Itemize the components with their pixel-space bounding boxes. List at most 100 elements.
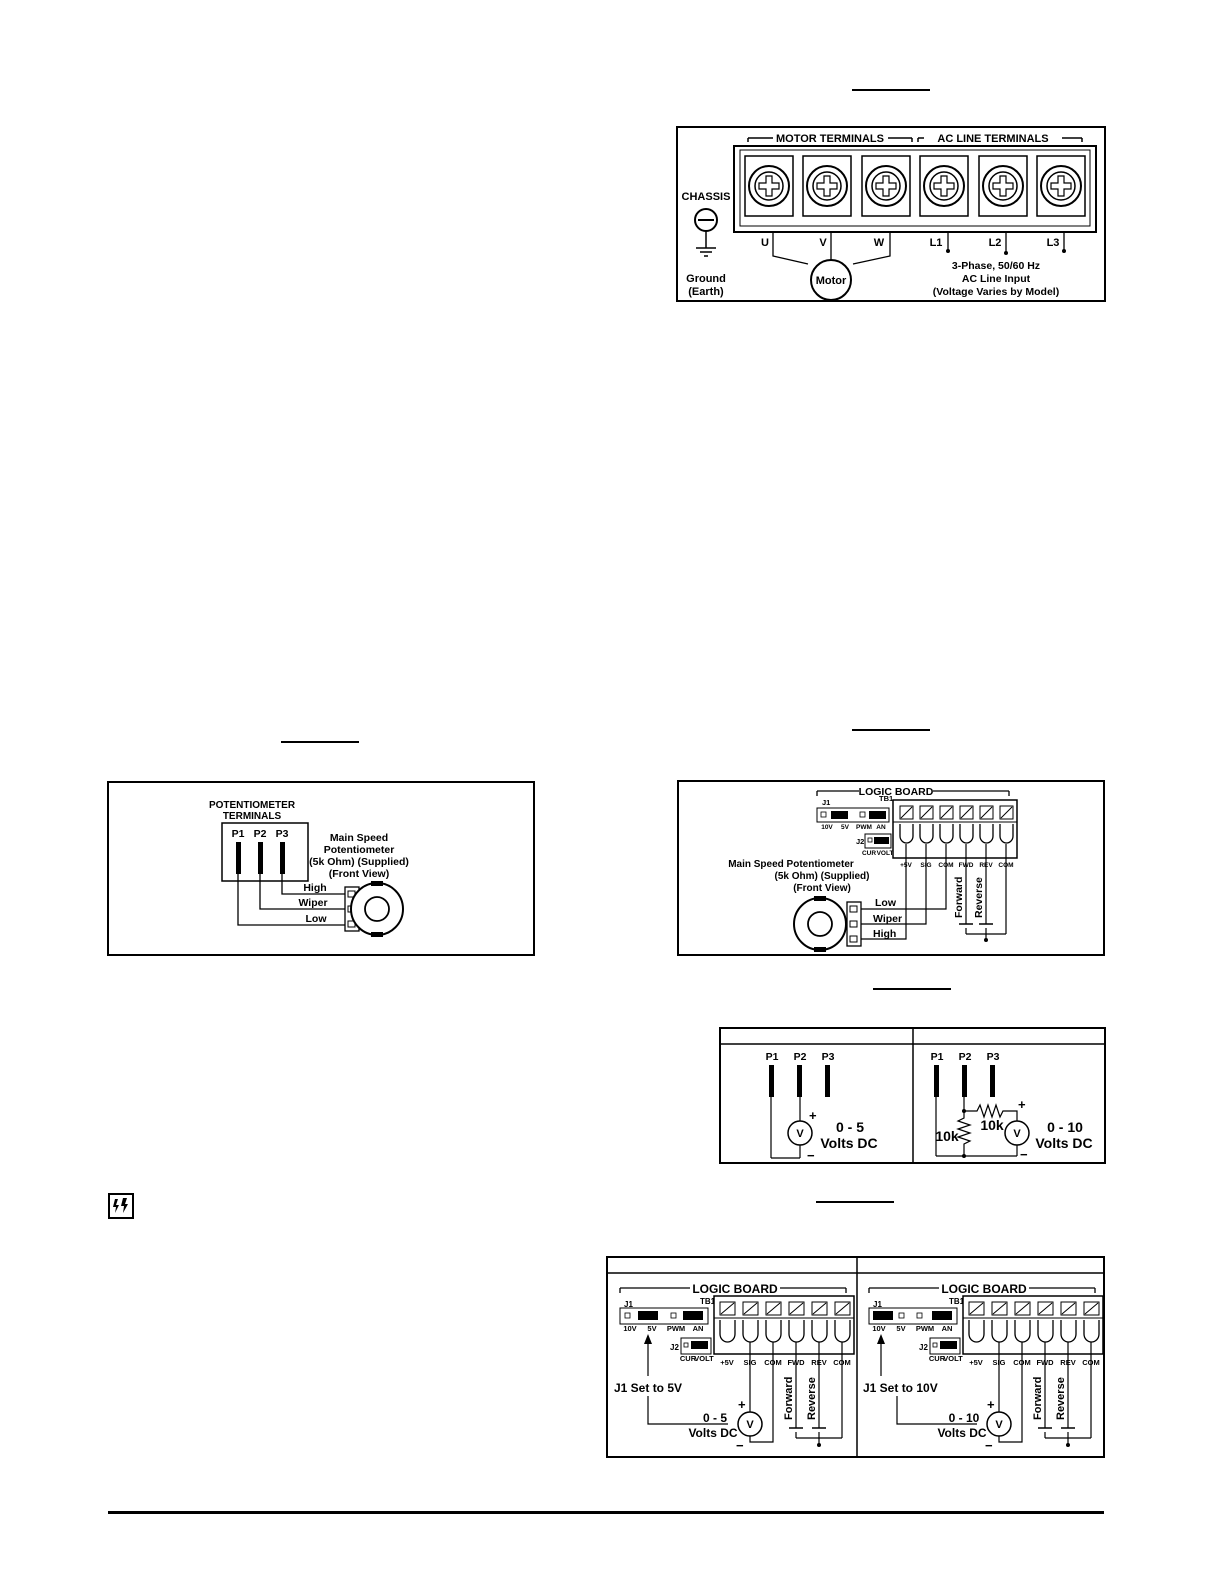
right-minus-label: −: [1020, 1147, 1028, 1162]
right-cur-label: CUR: [929, 1354, 946, 1363]
caption-rule-j1: [816, 1201, 894, 1203]
left-5v-label: 5V: [647, 1324, 656, 1333]
left-an-label: AN: [693, 1324, 704, 1333]
left-p2-label: P2: [794, 1051, 807, 1063]
pot-low-label: Low: [306, 913, 328, 925]
left-p1-label: P1: [766, 1051, 779, 1063]
voltage-input-figure: P1 P2 P3 V + − 0 - 5 Volts DC P1 P2 P3 V…: [719, 1027, 1106, 1164]
left-j1-range: 0 - 5: [703, 1411, 727, 1425]
right-p1-label: P1: [931, 1051, 944, 1063]
terminal-w-label: W: [874, 237, 885, 249]
right-j1-volts: Volts DC: [937, 1426, 986, 1440]
an-label: AN: [876, 824, 886, 831]
j1-label: J1: [822, 798, 830, 807]
left-plus-label: +: [809, 1108, 817, 1123]
right-tb1-label: TB1: [949, 1297, 965, 1306]
earth-label: (Earth): [688, 286, 724, 298]
motor-label: Motor: [816, 275, 847, 287]
logic-wiper-label: Wiper: [873, 913, 902, 925]
left-forward-label: Forward: [783, 1377, 795, 1420]
right-volts-label: Volts DC: [1035, 1135, 1092, 1151]
left-j1-plus: +: [738, 1397, 746, 1412]
right-range-label: 0 - 10: [1047, 1119, 1083, 1135]
terminal-l1-label: L1: [930, 237, 943, 249]
right-j1-range: 0 - 10: [949, 1411, 980, 1425]
logic-board-label: LOGIC BOARD: [859, 786, 934, 798]
motor-terminals-label: MOTOR TERMINALS: [776, 133, 884, 145]
logic-low-label: Low: [875, 897, 897, 909]
power-terminal-figure: MOTOR TERMINALS AC LINE TERMINALS CHASSI…: [676, 126, 1106, 302]
terminal-v-label: V: [819, 237, 827, 249]
pwm-label: PWM: [856, 824, 872, 831]
logic-pot-desc-1: Main Speed Potentiometer: [728, 859, 854, 870]
pot-wiper-label: Wiper: [298, 897, 327, 909]
caption-rule-logic: [852, 729, 930, 731]
right-plus-label: +: [1018, 1097, 1026, 1112]
volt-label: VOLT: [877, 850, 894, 857]
ac-input-label: AC Line Input: [962, 273, 1031, 285]
left-volts-label: Volts DC: [820, 1135, 877, 1151]
shunt-resistor-label: 10k: [935, 1128, 959, 1144]
chassis-label: CHASSIS: [682, 191, 731, 203]
potentiometer-terminal-diagram: POTENTIOMETER TERMINALS P1 P2 P3 Main Sp…: [209, 800, 409, 937]
left-cur-label: CUR: [680, 1354, 697, 1363]
left-t-5v: +5V: [720, 1358, 734, 1367]
left-j1-minus: −: [736, 1438, 744, 1453]
right-forward-label: Forward: [1032, 1377, 1044, 1420]
reverse-label: Reverse: [973, 877, 985, 918]
right-j2-label: J2: [919, 1343, 928, 1352]
right-reverse-label: Reverse: [1055, 1377, 1067, 1420]
logic-pot-desc-3: (Front View): [793, 883, 851, 894]
pot-desc-3: (5k Ohm) (Supplied): [309, 856, 409, 868]
right-j1-label: J1: [873, 1300, 882, 1309]
tb1-label: TB1: [879, 794, 893, 803]
right-logic-board-label: LOGIC BOARD: [941, 1282, 1027, 1296]
right-10v-label: 10V: [872, 1324, 885, 1333]
footer-rule: [108, 1511, 1104, 1514]
power-terminal-diagram: MOTOR TERMINALS AC LINE TERMINALS CHASSI…: [682, 133, 1097, 301]
pot-desc-4: (Front View): [329, 868, 389, 880]
left-j2-label: J2: [670, 1343, 679, 1352]
right-p2-label: P2: [959, 1051, 972, 1063]
voltage-note-label: (Voltage Varies by Model): [933, 286, 1059, 298]
terminal-u-label: U: [761, 237, 769, 249]
pot-p1-label: P1: [232, 828, 245, 840]
ground-label: Ground: [686, 273, 726, 285]
left-tb1-label: TB1: [700, 1297, 716, 1306]
caption-rule-pot: [281, 741, 359, 743]
right-an-label: AN: [942, 1324, 953, 1333]
left-10v-label: 10V: [623, 1324, 636, 1333]
right-p3-label: P3: [987, 1051, 1000, 1063]
left-volt-label: VOLT: [694, 1354, 714, 1363]
pot-terminals-title-1: POTENTIOMETER: [209, 800, 296, 811]
pot-terminals-title-2: TERMINALS: [223, 811, 282, 822]
j1-10v-panel: LOGIC BOARD J1 TB1 10V 5V PWM AN J2 CUR …: [863, 1282, 1104, 1453]
logic-board-pot-diagram: LOGIC BOARD J1 TB1 10V 5V PWM AN J2 CUR …: [728, 786, 1018, 952]
terminal-l2-label: L2: [989, 237, 1002, 249]
potentiometer-terminal-figure: POTENTIOMETER TERMINALS P1 P2 P3 Main Sp…: [107, 781, 535, 956]
ac-line-terminals-label: AC LINE TERMINALS: [937, 133, 1048, 145]
right-volt-label: VOLT: [943, 1354, 963, 1363]
right-pwm-label: PWM: [916, 1324, 934, 1333]
pot-high-label: High: [303, 882, 326, 894]
left-j1-meter-v: V: [746, 1419, 754, 1431]
left-minus-label: −: [807, 1148, 815, 1162]
j1-5v-label: 5V: [841, 824, 850, 831]
left-range-label: 0 - 5: [836, 1119, 864, 1135]
logic-high-label: High: [873, 928, 896, 940]
left-logic-board-label: LOGIC BOARD: [692, 1282, 778, 1296]
voltage-input-diagram: P1 P2 P3 V + − 0 - 5 Volts DC P1 P2 P3 V…: [721, 1029, 1104, 1163]
terminal-l3-label: L3: [1047, 237, 1060, 249]
caption-rule-volts: [873, 988, 951, 990]
j1-5v-panel: LOGIC BOARD J1 TB1 10V 5V PWM AN J2 CUR …: [614, 1282, 855, 1453]
right-5v-label: 5V: [896, 1324, 905, 1333]
right-j1-minus: −: [985, 1438, 993, 1453]
right-j1-meter-v: V: [995, 1419, 1003, 1431]
left-pwm-label: PWM: [667, 1324, 685, 1333]
phase-label: 3-Phase, 50/60 Hz: [952, 260, 1040, 272]
caption-rule-top: [852, 89, 930, 91]
cur-label: CUR: [862, 850, 876, 857]
series-resistor-label: 10k: [980, 1117, 1004, 1133]
left-reverse-label: Reverse: [806, 1377, 818, 1420]
j1-setting-figure: LOGIC BOARD J1 TB1 10V 5V PWM AN J2 CUR …: [606, 1256, 1105, 1458]
